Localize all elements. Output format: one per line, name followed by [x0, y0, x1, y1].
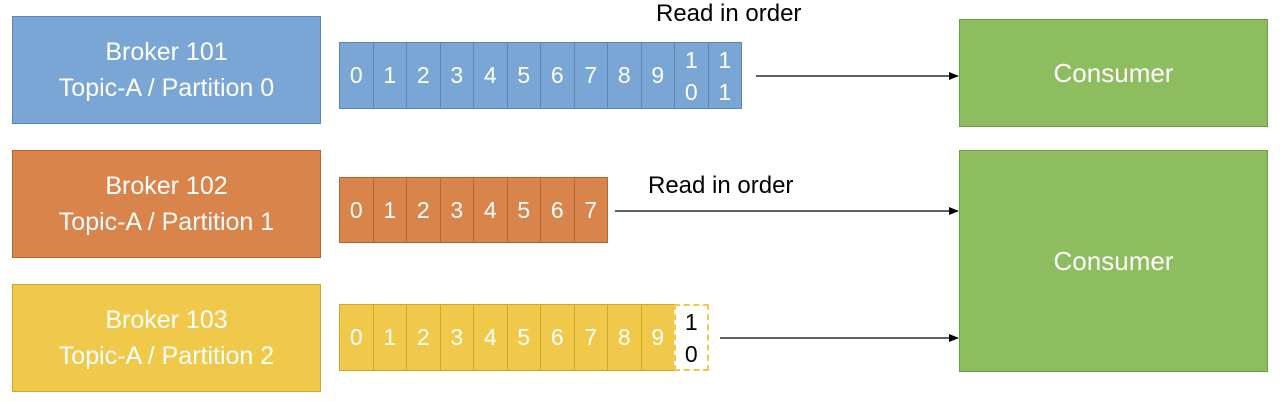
offset-10-digit-1: 1: [684, 46, 698, 73]
partition-1-log: 0 1 2 3 4 5 6 7: [339, 177, 608, 243]
broker-101-name: Broker 101: [105, 38, 228, 66]
partition-1-offset: 0: [339, 177, 374, 243]
broker-102-box: Broker 102 Topic-A / Partition 1: [12, 150, 321, 258]
partition-0-offset-11: 1 1: [707, 42, 742, 109]
partition-1-offset: 3: [439, 177, 474, 243]
partition-0-log: 0 1 2 3 4 5 6 7 8 9 1 0 1 1: [339, 42, 742, 109]
broker-101-partition: Topic-A / Partition 0: [58, 74, 275, 102]
offset-11-digit-1: 1: [718, 46, 732, 73]
partition-2-offset: 2: [406, 304, 441, 371]
partition-2-log: 0 1 2 3 4 5 6 7 8 9 1 0: [339, 304, 709, 371]
partition-2-offset: 3: [439, 304, 474, 371]
broker-102-name: Broker 102: [105, 172, 228, 200]
partition-0-offset: 0: [339, 42, 374, 109]
consumer-box-2: Consumer: [959, 150, 1268, 372]
partition-0-offset: 9: [640, 42, 675, 109]
broker-103-name: Broker 103: [105, 306, 228, 334]
pending-offset-digit-1: 1: [684, 308, 698, 335]
partition-0-offset-10: 1 0: [674, 42, 709, 109]
partition-0-offset: 2: [406, 42, 441, 109]
consumer-label-1: Consumer: [1053, 57, 1174, 88]
read-in-order-label-1: Read in order: [656, 0, 802, 27]
read-in-order-label-2: Read in order: [648, 172, 794, 199]
partition-0-offset: 6: [540, 42, 575, 109]
partition-2-offset: 4: [473, 304, 508, 371]
partition-0-offset: 7: [573, 42, 608, 109]
partition-2-offset: 0: [339, 304, 374, 371]
partition-0-offset: 1: [372, 42, 407, 109]
partition-2-offset: 6: [540, 304, 575, 371]
partition-0-offset: 5: [506, 42, 541, 109]
partition-0-offset: 4: [473, 42, 508, 109]
consumer-box-1: Consumer: [959, 19, 1268, 127]
broker-101-box: Broker 101 Topic-A / Partition 0: [12, 16, 321, 124]
partition-2-offset: 9: [640, 304, 675, 371]
broker-102-partition: Topic-A / Partition 1: [58, 208, 275, 236]
partition-2-offset: 7: [573, 304, 608, 371]
partition-2-pending-offset: 1 0: [674, 304, 709, 371]
consumer-label-2: Consumer: [1053, 245, 1174, 276]
pending-offset-digit-2: 0: [684, 340, 698, 367]
partition-1-offset: 5: [506, 177, 541, 243]
offset-10-digit-2: 0: [684, 78, 698, 105]
partition-0-offset: 3: [439, 42, 474, 109]
partition-2-offset: 1: [372, 304, 407, 371]
partition-1-offset: 7: [573, 177, 608, 243]
partition-2-offset: 5: [506, 304, 541, 371]
broker-103-box: Broker 103 Topic-A / Partition 2: [12, 284, 321, 392]
partition-0-offset: 8: [607, 42, 642, 109]
offset-11-digit-2: 1: [718, 78, 732, 105]
partition-1-offset: 2: [406, 177, 441, 243]
broker-103-partition: Topic-A / Partition 2: [58, 342, 275, 370]
